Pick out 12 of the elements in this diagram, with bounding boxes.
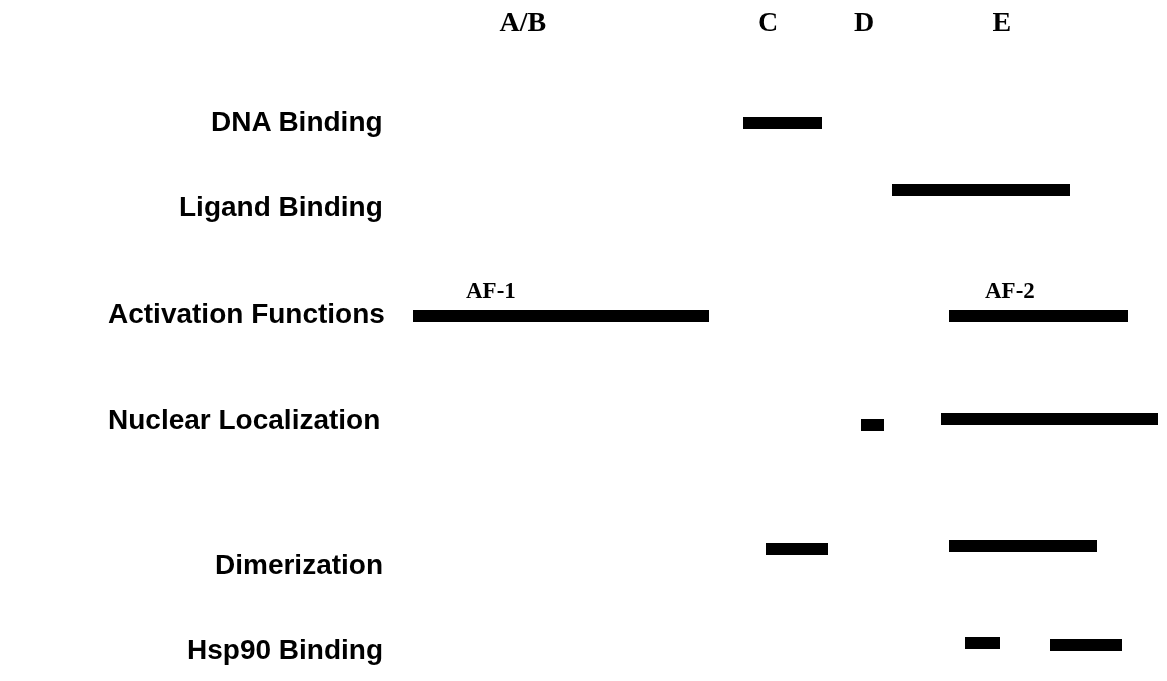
column-heading: C bbox=[758, 8, 779, 36]
region-label: AF-1 bbox=[466, 278, 516, 302]
row-label: Activation Functions bbox=[108, 300, 385, 328]
region-label: AF-2 bbox=[985, 278, 1035, 302]
column-heading: A/B bbox=[499, 8, 547, 36]
row-label: Dimerization bbox=[215, 551, 384, 579]
row-label: Ligand Binding bbox=[179, 193, 383, 221]
row-label: DNA Binding bbox=[211, 108, 383, 136]
column-heading: E bbox=[992, 8, 1012, 36]
row-label: Hsp90 Binding bbox=[187, 636, 383, 664]
row-label: Nuclear Localization bbox=[108, 406, 381, 434]
column-heading: D bbox=[854, 8, 875, 36]
